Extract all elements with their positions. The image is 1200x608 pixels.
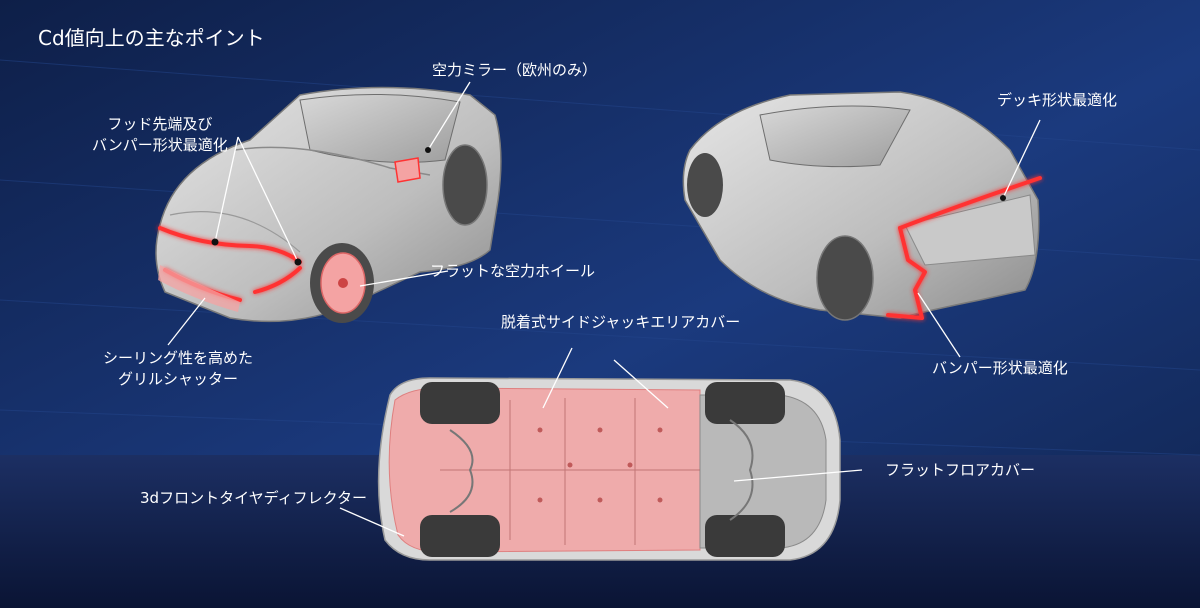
underbody-illustration bbox=[377, 377, 841, 561]
label-grille-line1: シーリング性を高めた bbox=[103, 349, 254, 367]
page-title: Cd値向上の主なポイント bbox=[38, 26, 265, 50]
label-tire-deflector: 3dフロントタイヤディフレクター bbox=[140, 489, 367, 507]
leader-lines bbox=[167, 81, 1041, 537]
grille-shutter-highlight bbox=[158, 265, 240, 312]
aero-mirror-highlight bbox=[394, 157, 421, 183]
label-hood-bumper: フッド先端及び バンパー形状最適化 bbox=[92, 114, 228, 156]
tire-rear-right bbox=[705, 515, 785, 557]
label-side-jack-cover: 脱着式サイドジャッキエリアカバー bbox=[501, 313, 741, 331]
label-grille-shutter: シーリング性を高めた グリルシャッター bbox=[103, 348, 253, 390]
rear-car-illustration bbox=[682, 91, 1042, 321]
label-aero-mirror: 空力ミラー（欧州のみ） bbox=[432, 61, 598, 79]
label-grille-line2: グリルシャッター bbox=[118, 370, 239, 388]
label-flat-wheel: フラットな空力ホイール bbox=[430, 262, 596, 280]
label-flat-floor: フラットフロアカバー bbox=[885, 461, 1036, 479]
label-hood-bumper-line1: フッド先端及び bbox=[107, 115, 213, 133]
tire-front-right bbox=[420, 515, 500, 557]
label-hood-bumper-line2: バンパー形状最適化 bbox=[92, 136, 228, 154]
front-car-illustration bbox=[155, 86, 502, 323]
label-deck-shape: デッキ形状最適化 bbox=[997, 91, 1118, 109]
leader-dots bbox=[211, 147, 1006, 266]
label-rear-bumper: バンパー形状最適化 bbox=[932, 359, 1068, 377]
tire-front-left bbox=[420, 382, 500, 424]
tire-rear-left bbox=[705, 382, 785, 424]
rear-highlight-lines bbox=[886, 176, 1042, 320]
